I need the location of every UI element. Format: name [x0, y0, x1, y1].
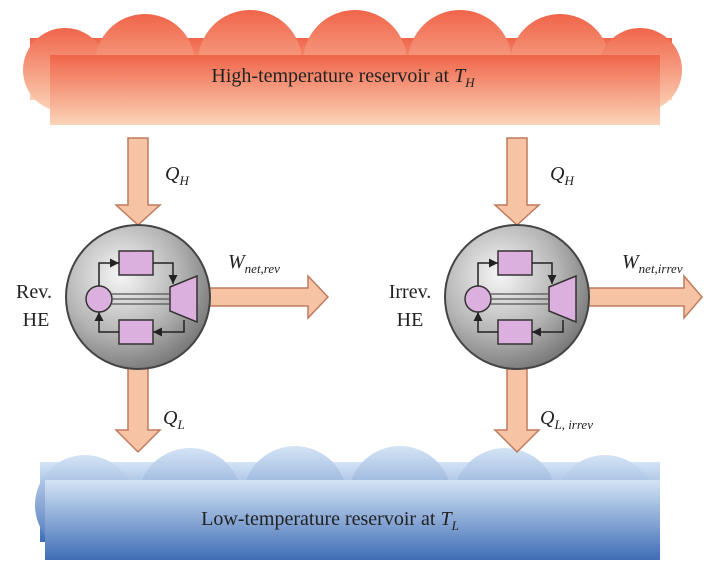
- rev-work-out-arrow: [207, 274, 330, 320]
- irrev-engine-schematic: [464, 250, 577, 345]
- reversible-engine-group: QH QL Wnet,rev Rev. HE: [16, 137, 330, 454]
- rev-heat-out-label: QL: [163, 407, 185, 432]
- low-temperature-reservoir: Low-temperature reservoir at TL: [35, 446, 660, 560]
- rev-heat-out-arrow: [114, 367, 162, 454]
- rev-engine-disc: [65, 224, 211, 370]
- irreversible-engine-group: QH QL, irrev Wnet,irrev Irrev. HE: [389, 137, 703, 454]
- irrev-engine-label-line2: HE: [397, 309, 424, 331]
- low-reservoir-label: Low-temperature reservoir at TL: [201, 508, 459, 533]
- rev-heat-in-label: QH: [165, 163, 189, 188]
- irrev-work-out-arrow: [587, 273, 703, 321]
- irrev-heat-out-arrow: [493, 367, 541, 454]
- irrev-engine-disc: [444, 224, 590, 370]
- rev-engine-schematic: [85, 250, 198, 345]
- rev-heat-in-arrow: [114, 137, 162, 227]
- rev-engine-label-line2: HE: [23, 309, 50, 331]
- irrev-heat-in-arrow: [493, 137, 541, 227]
- rev-engine-label-line1: Rev.: [16, 281, 52, 303]
- irrev-heat-out-label: QL, irrev: [540, 407, 593, 432]
- irrev-engine-label-line1: Irrev.: [389, 281, 432, 303]
- rev-work-out-label: Wnet,rev: [228, 251, 280, 276]
- high-temperature-reservoir: High-temperature reservoir at TH: [23, 10, 682, 125]
- irrev-heat-in-label: QH: [550, 163, 574, 188]
- high-reservoir-label: High-temperature reservoir at TH: [211, 65, 475, 90]
- irrev-work-out-label: Wnet,irrev: [622, 251, 683, 276]
